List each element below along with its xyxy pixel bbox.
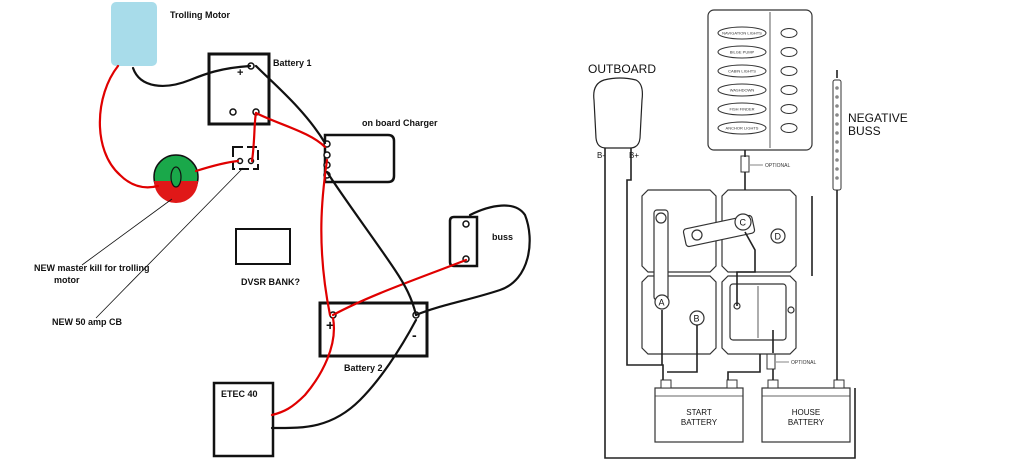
house-battery-post-neg [833,379,845,389]
terminal-d-label: D [775,232,782,242]
optional-label-bottom: OPTIONAL [791,360,817,366]
switch-toggle [780,85,798,95]
start-battery-post-neg [660,379,672,389]
right-wires [604,70,856,459]
battery-2-label: Battery 2 [344,363,383,373]
etec-label: ETEC 40 [221,389,258,399]
battery-1-terminal-left [229,108,237,116]
start-battery-label-line2: BATTERY [681,418,718,427]
house-battery-post-pos [767,379,779,389]
buss-box [448,215,479,268]
charger-label: on board Charger [362,118,438,128]
master-kill-label-line1: NEW master kill for trolling [34,263,150,273]
buss-label: buss [492,232,513,242]
right-wiring-diagram: OUTBOARD B- B+ NAVIGATION LIGHTS BILGE P… [588,9,908,459]
left-wiring-diagram: Trolling Motor Battery 1 + - on board Ch… [34,2,531,458]
switch-label-text: WASHDOWN [730,88,755,93]
dvsr-label: DVSR BANK? [241,277,300,287]
switch-plate-bottom-left [641,275,717,355]
black-wires [131,64,531,430]
battery-1-pos-sign: + [237,67,243,79]
optional-fuse-bottom [766,352,776,370]
house-battery-label-line1: HOUSE [792,408,820,417]
switch-plate-top-right [721,189,797,273]
start-battery-label-line1: START [686,408,712,417]
start-battery-post-pos [726,379,738,389]
battery-1-box [207,52,271,126]
b-plus-label: B+ [629,151,639,160]
outboard-shape [593,77,643,149]
battery-2-pos-sign: + [326,317,334,333]
dvsr-box [235,228,291,265]
optional-label-top: OPTIONAL [765,163,791,169]
switch-toggle [780,28,798,38]
charger-box [323,133,396,184]
switch-terminals [654,212,795,326]
switch-label-text: BILGE PUMP [730,50,755,55]
switch-label-plate [717,83,767,97]
master-kill-label-line2: motor [54,275,80,285]
switch-label-plate [717,45,767,59]
optional-fuse-top [740,155,750,173]
master-kill-red-half [154,181,198,203]
start-battery-box [654,387,744,443]
terminal-b-label: B [694,314,700,324]
red-wires [98,64,468,417]
terminal-a-label: A [659,298,665,308]
negative-buss-label-line1: NEGATIVE [848,111,908,125]
switch-rows: NAVIGATION LIGHTS BILGE PUMP CABIN LIGHT… [717,26,798,135]
switch-label-plate [717,102,767,116]
trolling-motor-box [111,2,157,66]
cb-leader-line [95,167,244,319]
buss-terminal-top [462,220,470,228]
switch-label-plate [717,64,767,78]
house-battery-box [761,387,851,443]
battery-2-box [318,301,429,358]
outboard-label: OUTBOARD [588,62,656,76]
battery-1-label: Battery 1 [273,58,312,68]
terminal-c-label: C [740,218,747,228]
charger-terminal-2 [323,151,331,159]
cb-label: NEW 50 amp CB [52,317,123,327]
trolling-motor-label: Trolling Motor [170,10,230,20]
kill-leader-line [81,198,173,266]
negative-buss-screws [835,86,839,180]
switch-toggle [780,123,798,133]
negative-buss-label-line2: BUSS [848,124,881,138]
switch-toggle [780,47,798,57]
switch-label-plate [717,121,767,135]
switch-toggle [780,104,798,114]
switch-label-text: CABIN LIGHTS [728,69,756,74]
house-battery-label-line2: BATTERY [788,418,825,427]
master-kill-knob [170,166,182,188]
switch-label-text: ANCHOR LIGHTS [726,126,759,131]
b-minus-label: B- [597,151,605,160]
switch-label-text: FISH FINDER [729,107,754,112]
switch-label-text: NAVIGATION LIGHTS [722,31,762,36]
battery-2-neg-sign: - [412,327,417,343]
etec-box [212,381,275,458]
switch-label-plate [717,26,767,40]
switch-toggle [780,66,798,76]
